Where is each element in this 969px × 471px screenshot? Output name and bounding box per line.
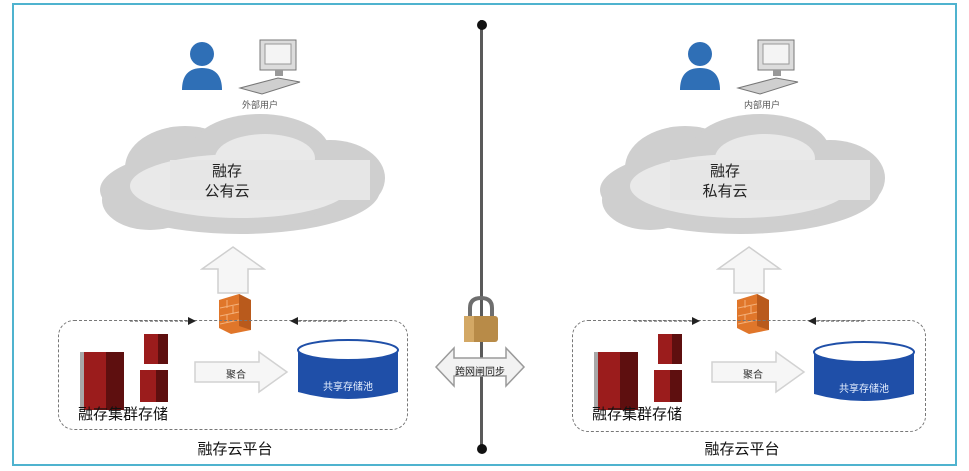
divider-top-dot (477, 20, 487, 30)
cloud-title-line2: 公有云 (204, 182, 250, 200)
double-arrow-icon (434, 346, 526, 388)
cloud-title-private: 融存 私有云 (665, 161, 785, 201)
cluster-box-right (572, 320, 926, 432)
cloud-platform-label-right: 融存云平台 (704, 440, 780, 458)
user-computer-group-left (182, 39, 301, 95)
network-divider-line (480, 20, 483, 452)
dashed-arrow-right-a (634, 317, 700, 325)
server-icon-right (594, 334, 682, 410)
diagram-frame (12, 3, 957, 466)
arrow-right-icon-left (194, 350, 289, 394)
user-icon (680, 42, 720, 90)
arrow-right-icon-right (711, 350, 806, 394)
firewall-icon-right (737, 294, 769, 334)
cloud-platform-label-left: 融存云平台 (197, 440, 273, 458)
firewall-icon-left (219, 294, 251, 334)
cloud-band-left (170, 160, 370, 200)
dashed-arrow-right-b (808, 317, 866, 325)
arrow-up-icon-left (200, 246, 266, 294)
lock-icon (464, 296, 498, 342)
database-icon-left (297, 339, 399, 399)
dashed-arrow-left-b (290, 317, 348, 325)
user-label-external: 外部用户 (241, 101, 278, 111)
dashed-arrow-left-a (130, 317, 196, 325)
database-icon-right (813, 341, 915, 401)
server-icon-left (80, 334, 168, 410)
cloud-title-line1: 融存 (211, 162, 242, 180)
cloud-band-right (670, 160, 870, 200)
user-label-internal: 内部用户 (743, 101, 780, 111)
user-icon (182, 42, 222, 90)
storage-pool-label-right: 共享存储池 (839, 384, 889, 395)
cluster-box-left (58, 320, 408, 430)
storage-pool-label-left: 共享存储池 (323, 382, 373, 393)
divider-bottom-dot (477, 444, 487, 454)
cluster-storage-label-right: 融存集群存储 (592, 405, 683, 423)
cloud-title-line1: 融存 (709, 162, 740, 180)
aggregate-label-left: 聚合 (226, 370, 246, 381)
arrow-up-icon-right (716, 246, 782, 294)
aggregate-label-right: 聚合 (743, 370, 763, 381)
computer-icon (736, 39, 799, 95)
cloud-title-public: 融存 公有云 (167, 161, 287, 201)
cluster-storage-label-left: 融存集群存储 (78, 405, 169, 423)
cross-gateway-sync-label: 跨网闸同步 (455, 367, 505, 378)
user-computer-group-right (680, 39, 799, 95)
computer-icon (238, 39, 301, 95)
cloud-title-line2: 私有云 (702, 182, 748, 200)
